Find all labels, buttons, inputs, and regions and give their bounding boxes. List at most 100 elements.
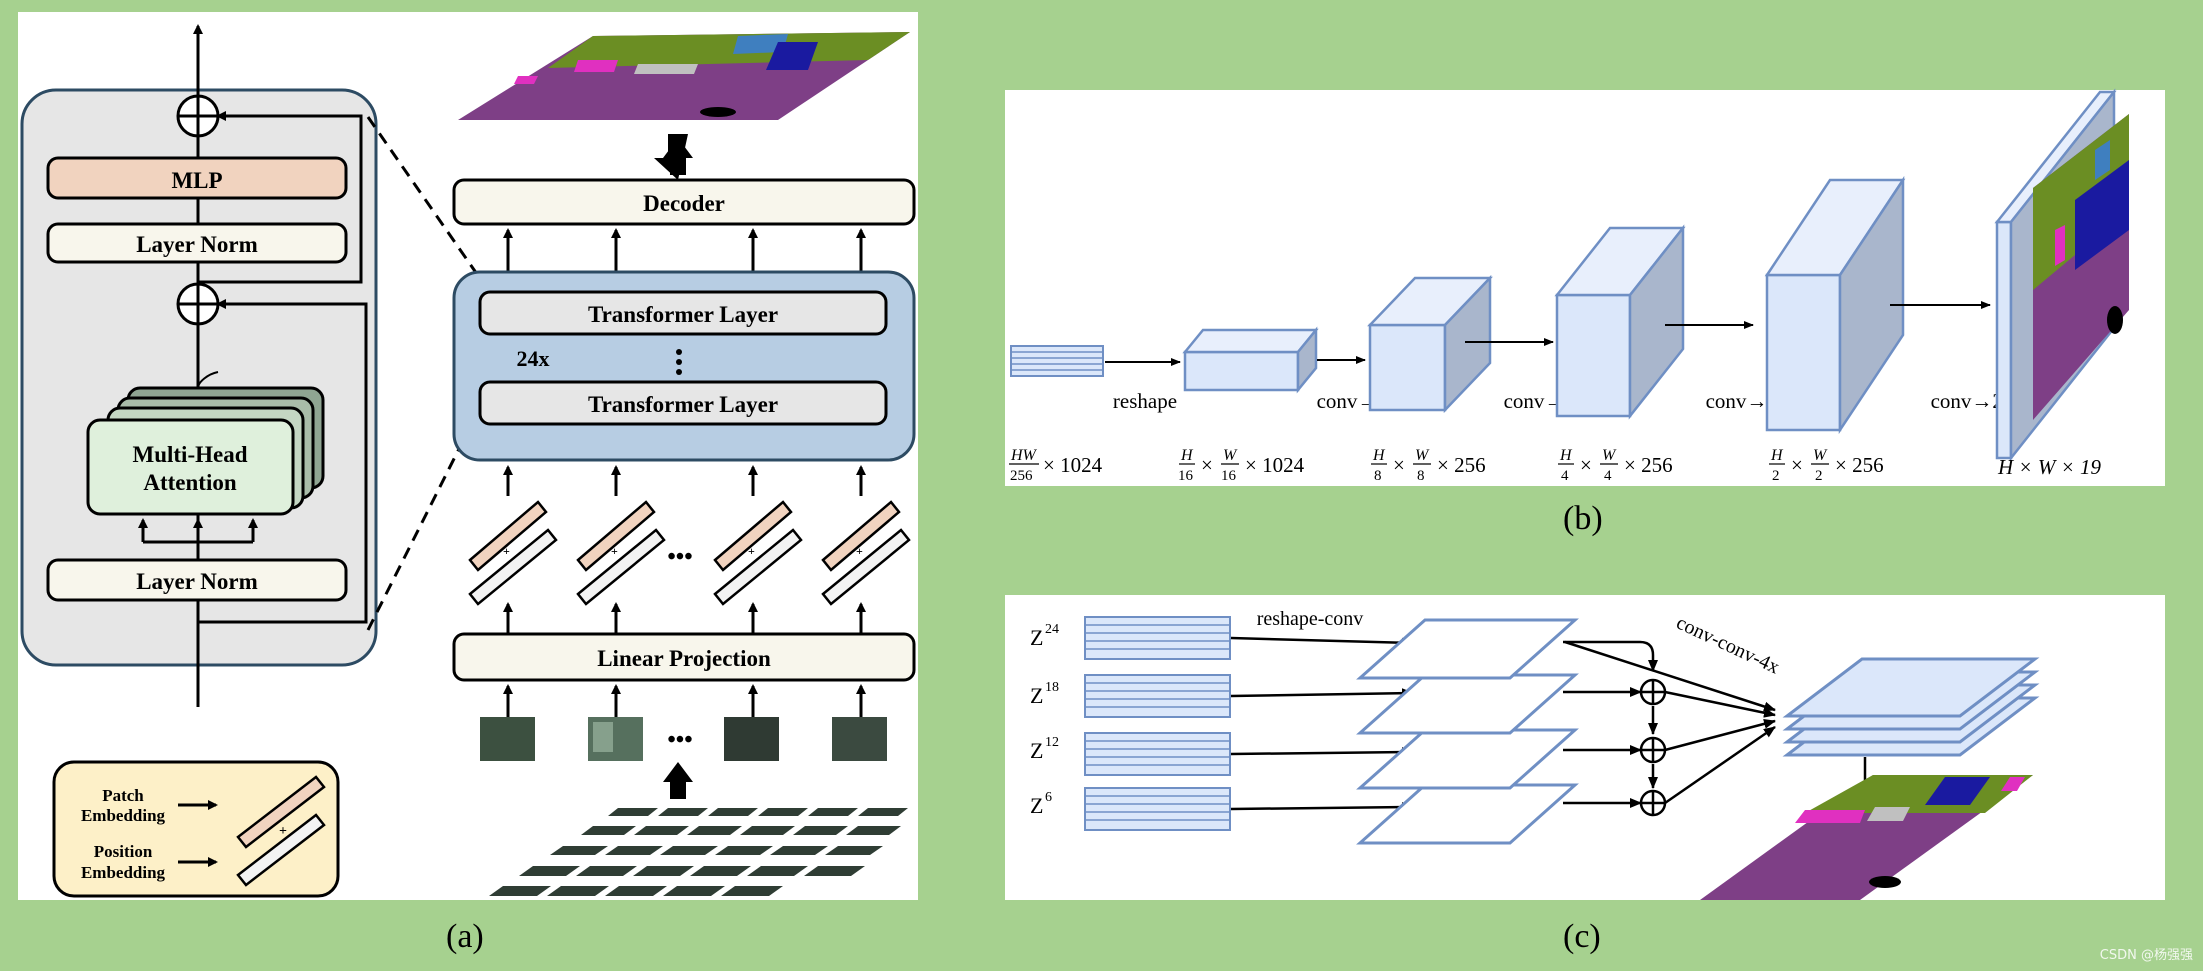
vertical-ellipsis xyxy=(676,349,682,375)
dim-0-rest: × 1024 xyxy=(1043,453,1103,477)
z24-sup: 24 xyxy=(1045,622,1059,637)
svg-text:×: × xyxy=(1580,453,1592,477)
embedding-pair-4: + xyxy=(821,500,911,606)
output-segmentation-map-c xyxy=(1700,775,2033,900)
input-image-patch-grid xyxy=(489,808,908,896)
conv4x-arrow-3 xyxy=(1664,725,1776,805)
conv-conv-4x-label: conv-conv-4x xyxy=(1673,612,1783,679)
panel-b-diagram: reshape conv→2x conv→2x conv→2x conv→2x xyxy=(1009,88,2129,484)
decoder-label: Decoder xyxy=(643,191,725,216)
dim-label-4: H 2 × W 2 × 256 xyxy=(1769,447,1884,484)
output-plane-1 xyxy=(1782,657,2040,718)
caption-c: (c) xyxy=(1563,918,1601,955)
decoder-box xyxy=(452,178,916,226)
layer-norm-bottom-box xyxy=(46,558,348,602)
dim-label-0: HW 256 × 1024 xyxy=(1009,447,1103,484)
z18-base: Z xyxy=(1030,683,1043,708)
legend-patch-line2: Embedding xyxy=(81,806,166,825)
attention-connector xyxy=(197,371,219,389)
dim-3-b-den: 4 xyxy=(1604,468,1612,484)
conv4x-arrow-1 xyxy=(1664,690,1776,718)
dim-0-denominator: 256 xyxy=(1010,468,1033,484)
output-up-arrow-head xyxy=(663,138,693,158)
svg-text:+: + xyxy=(279,824,287,839)
dim-2-b-den: 8 xyxy=(1417,468,1425,484)
reshape-conv-label: reshape-conv xyxy=(1257,608,1364,630)
reshape-conv-arrow-z24 xyxy=(1230,636,1414,648)
caption-a: (a) xyxy=(446,918,484,955)
svg-text:+: + xyxy=(611,544,618,558)
output-segmentation-slab xyxy=(1994,88,2129,462)
mlp-label: MLP xyxy=(171,168,222,193)
z18-sup: 18 xyxy=(1045,680,1059,695)
image-patch-2-highlight xyxy=(593,722,613,752)
image-patch-4 xyxy=(832,717,887,761)
add-circle-top xyxy=(176,94,220,138)
dim-2-a-num: H xyxy=(1372,447,1386,464)
image-patch-1 xyxy=(480,717,535,761)
panel-b: reshape conv→2x conv→2x conv→2x conv→2x xyxy=(1005,88,2165,486)
feature-plane-z6 xyxy=(1356,783,1579,845)
dim-label-5: H × W × 19 xyxy=(1997,455,2102,479)
z-label-6: Z 6 xyxy=(1030,790,1052,818)
zoom-line-top xyxy=(366,116,490,291)
reshape-conv-arrow-z6 xyxy=(1230,802,1414,813)
legend-position-line1: Position xyxy=(94,842,153,861)
embedding-pair-1: + xyxy=(468,500,558,606)
z12-sup: 12 xyxy=(1045,735,1059,750)
dim-4-b-den: 2 xyxy=(1815,468,1823,484)
layer-norm-top-box xyxy=(46,222,348,264)
dim-2-b-num: W xyxy=(1415,447,1430,464)
dim-0-numerator: HW xyxy=(1010,447,1038,464)
svg-text:+: + xyxy=(856,544,863,558)
embedding-ellipsis: ••• xyxy=(667,544,692,570)
dim-4-rest: × 256 xyxy=(1835,453,1884,477)
dim-3-a-num: H xyxy=(1559,447,1573,464)
conv4x-arrow-z24 xyxy=(1564,640,1776,712)
fusion-arrow-z24-down xyxy=(1563,640,1658,672)
token-block-z12 xyxy=(1084,732,1231,776)
legend-embedding-icon: + xyxy=(236,775,326,887)
feature-cube-3 xyxy=(1554,224,1686,420)
fusion-add-3 xyxy=(1639,789,1667,817)
linear-projection-label: Linear Projection xyxy=(597,646,771,671)
input-up-arrow-head xyxy=(663,762,693,782)
feature-plane-z12 xyxy=(1356,728,1579,790)
legend-position-line2: Embedding xyxy=(81,863,166,882)
dim-4-a-den: 2 xyxy=(1772,468,1780,484)
caption-b: (b) xyxy=(1563,500,1603,537)
panel-a: MLP Layer Norm Multi-Head Attention Laye… xyxy=(18,12,918,900)
panel-c-diagram: Z 24 Z 18 Z 12 Z 6 reshape-conv xyxy=(1030,608,2040,900)
multi-head-line1: Multi-Head xyxy=(133,442,248,467)
svg-text:×: × xyxy=(1393,453,1405,477)
z-label-24: Z 24 xyxy=(1030,622,1059,650)
dim-label-2: H 8 × W 8 × 256 xyxy=(1371,447,1486,484)
svg-text:+: + xyxy=(748,544,755,558)
dim-label-3: H 4 × W 4 × 256 xyxy=(1558,447,1673,484)
dim-4-a-num: H xyxy=(1770,447,1784,464)
patch-ellipsis: ••• xyxy=(667,727,692,753)
dim-label-1: H 16 × W 16 × 1024 xyxy=(1178,447,1305,484)
residual-path-2 xyxy=(198,111,363,284)
token-block-z18 xyxy=(1084,674,1231,718)
panel-a-diagram: MLP Layer Norm Multi-Head Attention Laye… xyxy=(20,24,916,898)
transformer-layer-top-label: Transformer Layer xyxy=(588,302,778,327)
dim-3-rest: × 256 xyxy=(1624,453,1673,477)
dim-3-b-num: W xyxy=(1602,447,1617,464)
z6-base: Z xyxy=(1030,793,1043,818)
dim-1-a-num: H xyxy=(1180,447,1194,464)
dim-3-a-den: 4 xyxy=(1561,468,1569,484)
z24-base: Z xyxy=(1030,625,1043,650)
multi-head-attention-box xyxy=(86,418,295,516)
legend-patch-line1: Patch xyxy=(102,786,144,805)
transformer-layer-bottom-label: Transformer Layer xyxy=(588,392,778,417)
dim-1-b-den: 16 xyxy=(1221,468,1237,484)
embedding-pair-3: + xyxy=(713,500,803,606)
z6-sup: 6 xyxy=(1045,790,1052,805)
token-sequence-block xyxy=(1010,345,1104,377)
dim-4-b-num: W xyxy=(1813,447,1828,464)
fusion-add-1 xyxy=(1639,678,1667,706)
feature-plane-z18 xyxy=(1356,673,1579,735)
dim-2-rest: × 256 xyxy=(1437,453,1486,477)
output-up-arrow-shaft xyxy=(670,155,686,175)
